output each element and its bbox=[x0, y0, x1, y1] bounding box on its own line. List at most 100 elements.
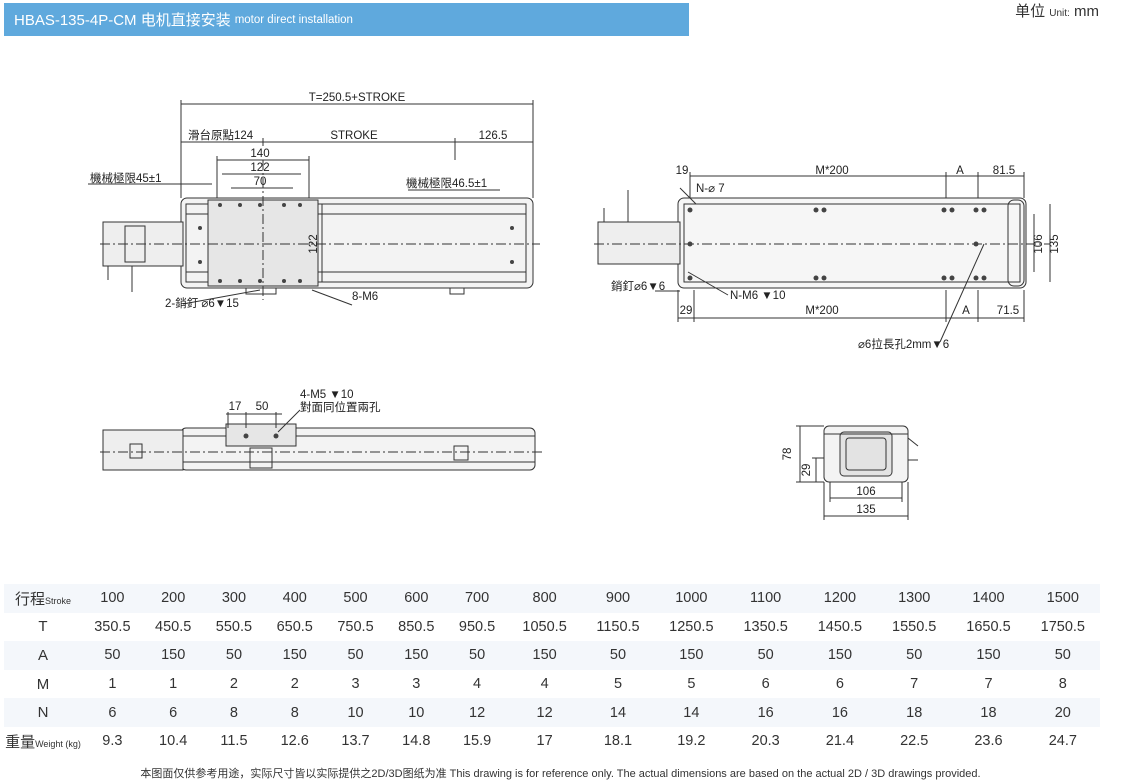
table-cell: 150 bbox=[142, 641, 204, 670]
table-cell: 3 bbox=[351, 676, 360, 693]
table-cell: 1500 bbox=[1025, 584, 1100, 613]
table-cell: 1200 bbox=[802, 584, 878, 613]
table-cell: 2 bbox=[290, 676, 299, 693]
table-cell: 150 bbox=[507, 641, 582, 670]
table-cell: 21.4 bbox=[825, 733, 855, 750]
table-cell: 1400 bbox=[951, 584, 1026, 613]
table-cell: 800 bbox=[507, 584, 582, 613]
table-cell: 400 bbox=[264, 584, 326, 613]
dim-limit-right: 機械極限46.5±1 bbox=[406, 176, 487, 190]
table-cell: 850.5 bbox=[398, 618, 435, 635]
title-main: HBAS-135-4P-CM 电机直接安装 bbox=[14, 12, 231, 29]
row-label: T bbox=[4, 613, 82, 642]
dim-126-5: 126.5 bbox=[479, 130, 508, 142]
table-cell: 5 bbox=[687, 676, 696, 693]
table-cell: 1 bbox=[108, 676, 117, 693]
table-cell: 950.5 bbox=[458, 618, 496, 635]
dim-m5: 4-M5 ▼10 bbox=[300, 389, 354, 401]
dim-t-formula: T=250.5+STROKE bbox=[309, 92, 406, 104]
title-bar: HBAS-135-4P-CM 电机直接安装 motor direct insta… bbox=[4, 3, 689, 36]
table-cell: 8 bbox=[264, 698, 326, 727]
dim-n-d7: N-⌀ 7 bbox=[696, 183, 725, 195]
dim-stroke: STROKE bbox=[330, 130, 378, 142]
table-cell: 22.5 bbox=[900, 733, 929, 750]
table-cell: 1000 bbox=[654, 584, 729, 613]
table-cell: 7 bbox=[984, 676, 993, 693]
technical-drawing: T=250.5+STROKE 滑台原點124 STROKE 126.5 140 … bbox=[88, 92, 1061, 520]
table-cell: 23.6 bbox=[974, 733, 1003, 750]
row-label: N bbox=[4, 698, 82, 727]
table-cell: 7 bbox=[910, 676, 919, 693]
table-cell: 50 bbox=[325, 641, 386, 670]
dim-50: 50 bbox=[256, 401, 269, 413]
table-cell: 12 bbox=[446, 698, 508, 727]
dim-70: 70 bbox=[254, 176, 267, 188]
unit-value: mm bbox=[1074, 3, 1099, 20]
row-label: A bbox=[4, 641, 82, 670]
unit-zh: 单位 bbox=[1015, 3, 1046, 20]
table-cell: 14 bbox=[654, 698, 729, 727]
table-cell: 6 bbox=[835, 676, 844, 693]
table-cell: 15.9 bbox=[462, 733, 492, 750]
table-cell: 10.4 bbox=[159, 733, 188, 750]
row-label: 行程Stroke bbox=[4, 584, 82, 613]
dim-a-top: A bbox=[956, 165, 964, 177]
table-cell: 12.6 bbox=[280, 733, 309, 750]
row-label-en: Stroke bbox=[45, 595, 72, 606]
table-cell: 100 bbox=[82, 584, 143, 613]
table-cell: 3 bbox=[412, 676, 421, 693]
dim-m200-top: M*200 bbox=[815, 165, 848, 177]
dim-opposite: 對面同位置兩孔 bbox=[300, 400, 381, 414]
dim-m200-bottom: M*200 bbox=[805, 305, 838, 317]
table-cell: 550.5 bbox=[215, 618, 253, 635]
table-cell: 20.3 bbox=[751, 733, 780, 750]
table-cell: 650.5 bbox=[276, 618, 313, 635]
dim-106-vertical: 106 bbox=[1033, 234, 1045, 253]
dim-71-5: 71.5 bbox=[997, 305, 1019, 317]
table-cell: 1250.5 bbox=[669, 618, 714, 635]
table-cell: 150 bbox=[264, 641, 326, 670]
table-cell: 150 bbox=[802, 641, 878, 670]
table-cell: 14.8 bbox=[402, 733, 431, 750]
dim-a-bottom: A bbox=[962, 305, 970, 317]
dim-origin: 滑台原點124 bbox=[188, 128, 254, 142]
table-cell: 5 bbox=[613, 676, 623, 693]
table-cell: 50 bbox=[581, 641, 655, 670]
dim-pin-left: 2-銷釘 ⌀6▼15 bbox=[165, 296, 239, 310]
footnote: 本图面仅供参考用途，实际尺寸皆以实际提供之2D/3D图纸为准 This draw… bbox=[140, 768, 981, 780]
table-cell: 4 bbox=[473, 676, 482, 693]
table-cell: 13.7 bbox=[341, 733, 370, 750]
dim-29: 29 bbox=[680, 305, 693, 317]
table-cell: 150 bbox=[654, 641, 729, 670]
dim-81-5: 81.5 bbox=[993, 165, 1015, 177]
table-cell: 450.5 bbox=[155, 618, 192, 635]
row-label-text: 行程 bbox=[14, 590, 45, 608]
table-cell: 4 bbox=[540, 676, 549, 693]
table-cell: 6 bbox=[142, 698, 204, 727]
table-cell: 10 bbox=[385, 698, 447, 727]
table-cell: 150 bbox=[385, 641, 447, 670]
table-cell: 6 bbox=[761, 676, 770, 693]
table-cell: 50 bbox=[728, 641, 803, 670]
dim-29-end: 29 bbox=[801, 464, 813, 477]
table-cell: 1750.5 bbox=[1040, 618, 1085, 635]
table-cell: 50 bbox=[82, 641, 143, 670]
table-cell: 6 bbox=[82, 698, 143, 727]
table-cell: 900 bbox=[581, 584, 655, 613]
unit-label: 单位 Unit: mm bbox=[1015, 0, 1099, 21]
table-cell: 1650.5 bbox=[966, 618, 1011, 635]
table-cell: 1300 bbox=[877, 584, 952, 613]
row-label: M bbox=[4, 670, 82, 699]
dim-122: 122 bbox=[250, 162, 269, 174]
dim-106-end: 106 bbox=[856, 486, 875, 498]
table-cell: 8 bbox=[203, 698, 265, 727]
unit-en: Unit: bbox=[1049, 8, 1070, 19]
row-label-text: 重量 bbox=[5, 733, 36, 751]
table-cell: 11.5 bbox=[220, 733, 248, 750]
dim-m6: 8-M6 bbox=[352, 291, 378, 303]
table-cell: 10 bbox=[325, 698, 386, 727]
dim-135-vertical: 135 bbox=[1049, 234, 1061, 253]
